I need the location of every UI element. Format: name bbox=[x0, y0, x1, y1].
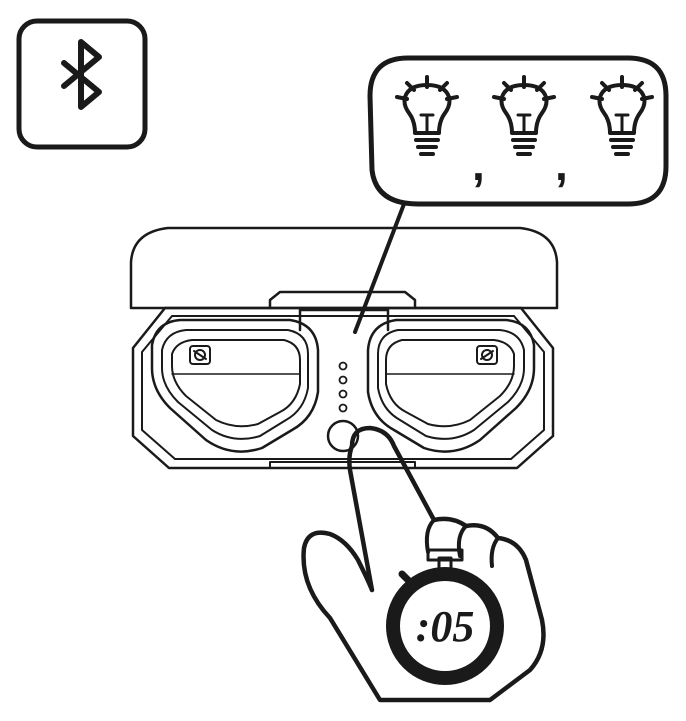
led-indicator bbox=[338, 403, 348, 413]
lightbulb-blink-icon bbox=[590, 75, 654, 156]
lightbulb-blink-icon bbox=[395, 75, 459, 156]
led-indicator bbox=[338, 361, 348, 371]
led-indicator bbox=[338, 375, 348, 385]
right-earbud bbox=[366, 318, 536, 453]
led-blink-callout: , , bbox=[353, 55, 669, 334]
lightbulb-blink-icon bbox=[492, 75, 556, 156]
timer-label: :05 bbox=[416, 602, 475, 651]
separator-1: , bbox=[472, 138, 485, 190]
case-button[interactable] bbox=[326, 419, 360, 453]
brand-logo-icon bbox=[476, 345, 498, 365]
left-earbud bbox=[150, 318, 320, 453]
charging-case bbox=[129, 226, 559, 470]
brand-logo-icon bbox=[189, 345, 211, 365]
case-lid bbox=[129, 226, 559, 310]
case-base bbox=[131, 306, 555, 470]
separator-2: , bbox=[555, 138, 568, 190]
pressing-hand bbox=[301, 425, 546, 703]
led-indicators bbox=[338, 361, 348, 413]
bluetooth-icon bbox=[61, 39, 102, 110]
bluetooth-badge bbox=[16, 18, 148, 150]
stopwatch-icon: :05 bbox=[386, 548, 504, 685]
led-indicator bbox=[338, 389, 348, 399]
